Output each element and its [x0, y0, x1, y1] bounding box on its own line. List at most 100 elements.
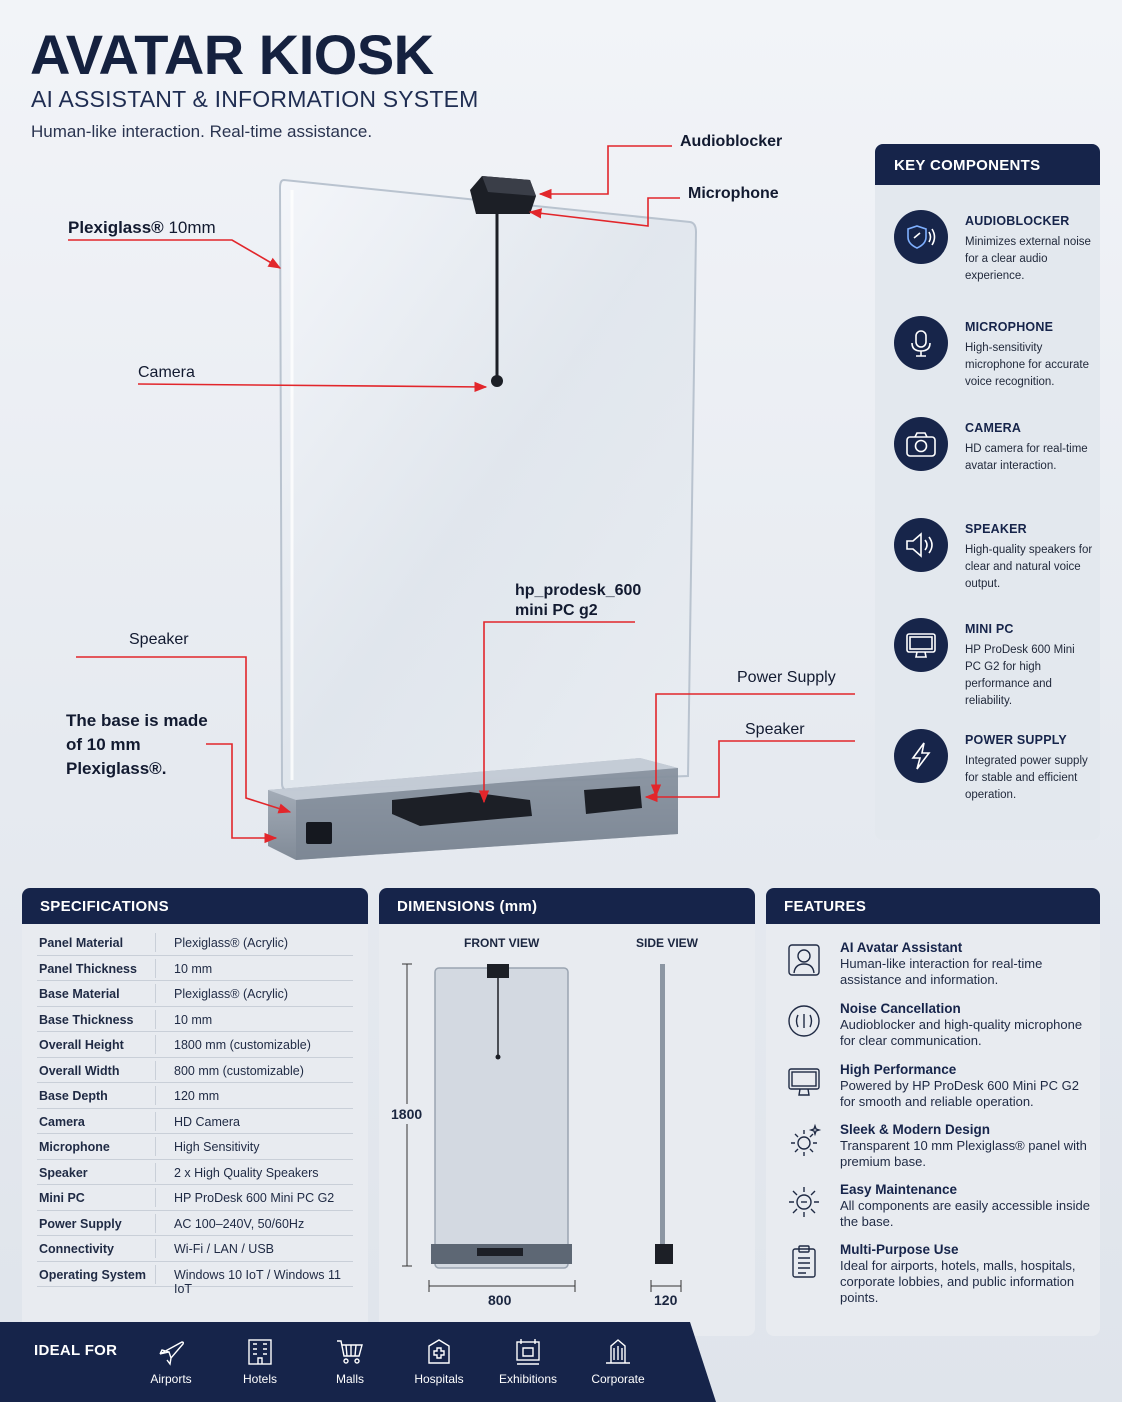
spec-value: 1800 mm (customizable)	[174, 1038, 311, 1052]
callout-base-line2: of 10 mm	[66, 735, 141, 754]
depth-dimension-label: 120	[654, 1292, 678, 1308]
shield-sound-icon	[894, 210, 948, 264]
ideal-for-heading: IDEAL FOR	[34, 1342, 118, 1359]
spec-value: 120 mm	[174, 1089, 220, 1103]
page-title: AVATAR KIOSK	[30, 23, 434, 86]
features-heading: FEATURES	[766, 888, 1100, 924]
spec-key: Power Supply	[39, 1216, 122, 1231]
audioblocker-device	[470, 176, 536, 214]
key-component-desc: HP ProDesk 600 Mini PC G2 for high perfo…	[965, 644, 1075, 707]
spec-value: HD Camera	[174, 1114, 240, 1129]
cart-icon	[337, 1340, 363, 1364]
key-component-title: POWER SUPPLY	[965, 733, 1067, 747]
spec-value: 2 x High Quality Speakers	[174, 1165, 319, 1180]
callout-lines	[68, 145, 855, 844]
callout-audioblocker: Audioblocker	[680, 133, 783, 150]
key-component-desc: HD camera for real-time avatar interacti…	[965, 443, 1088, 472]
ideal-item-hospitals: Hospitals	[394, 1336, 484, 1386]
spec-value: HP ProDesk 600 Mini PC G2	[174, 1191, 335, 1205]
gear-sparkle-icon	[791, 1123, 822, 1156]
key-components-panel: KEY COMPONENTS AUDIOBLOCKER Minimizes ex…	[875, 144, 1100, 840]
power-supply-device	[584, 786, 642, 814]
lightning-icon	[894, 729, 948, 783]
spec-row: Overall Width 800 mm (customizable)	[37, 1058, 353, 1083]
dimension-drawing	[402, 963, 682, 1292]
spec-divider	[155, 1188, 156, 1207]
features-panel: FEATURES AI Avatar Assistant Human-like …	[766, 888, 1100, 1336]
callout-plexiglass-brand: Plexiglass®	[68, 218, 164, 237]
spec-row: Camera HD Camera	[37, 1109, 353, 1134]
spec-key: Base Material	[39, 987, 120, 1001]
speaker-icon	[894, 518, 948, 572]
spec-value: Windows 10 IoT / Windows 11 IoT	[174, 1267, 341, 1296]
speaker-left-device	[306, 822, 332, 844]
key-component-desc: Integrated power supply for stable and e…	[965, 755, 1088, 801]
feature-desc: Audioblocker and high-quality microphone…	[840, 1017, 1083, 1048]
callout-plexiglass: Plexiglass® 10mm	[68, 218, 216, 238]
spec-divider	[155, 1060, 156, 1080]
airplane-icon	[159, 1341, 185, 1366]
spec-divider	[155, 1009, 156, 1029]
spec-key: Overall Width	[39, 1063, 120, 1078]
callout-camera: Camera	[138, 364, 195, 381]
spec-divider	[155, 984, 156, 1003]
ideal-item-label: Airports	[150, 1372, 192, 1386]
spec-divider	[155, 1086, 156, 1105]
feature-desc: Transparent 10 mm Plexiglass® panel with…	[840, 1138, 1087, 1169]
callout-base-line1: The base is made	[66, 711, 208, 730]
page-subtitle: AI ASSISTANT & INFORMATION SYSTEM	[31, 86, 479, 112]
spec-key: Connectivity	[39, 1242, 115, 1256]
ideal-item-label: Exhibitions	[498, 1372, 558, 1386]
spec-value: AC 100–240V, 50/60Hz	[174, 1216, 305, 1231]
feature-desc: All components are easily accessible ins…	[840, 1198, 1091, 1229]
key-component-title: AUDIOBLOCKER	[965, 214, 1070, 228]
ideal-item-malls: Malls	[305, 1336, 395, 1386]
callout-microphone: Microphone	[688, 185, 779, 202]
spec-divider	[155, 958, 156, 978]
hospital-icon	[428, 1339, 450, 1364]
callout-base-line3: Plexiglass®.	[66, 759, 167, 778]
ideal-item-exhibitions: Exhibitions	[483, 1336, 573, 1386]
ideal-item-label: Hotels	[242, 1372, 277, 1386]
key-component-title: MICROPHONE	[965, 320, 1054, 334]
spec-value: Wi-Fi / LAN / USB	[174, 1242, 275, 1256]
spec-divider	[155, 1137, 156, 1156]
ideal-item-hotels: Hotels	[215, 1336, 305, 1386]
spec-value: Plexiglass® (Acrylic)	[174, 936, 289, 950]
spec-row: Speaker 2 x High Quality Speakers	[37, 1160, 353, 1185]
spec-key: Mini PC	[39, 1191, 85, 1205]
callout-power-supply: Power Supply	[737, 669, 836, 686]
spec-key: Camera	[39, 1114, 85, 1129]
hotel-icon	[248, 1339, 272, 1365]
spec-value: 800 mm (customizable)	[174, 1063, 304, 1078]
spec-key: Base Depth	[39, 1089, 108, 1103]
spec-key: Operating System	[39, 1267, 146, 1282]
spec-divider	[155, 1264, 156, 1284]
spec-value: Plexiglass® (Acrylic)	[174, 987, 289, 1001]
key-component-title: CAMERA	[965, 421, 1022, 435]
key-components-heading: KEY COMPONENTS	[875, 144, 1100, 185]
key-component-title: MINI PC	[965, 622, 1014, 636]
exhibition-icon	[516, 1339, 540, 1365]
spec-key: Overall Height	[39, 1038, 124, 1052]
specifications-heading: SPECIFICATIONS	[22, 888, 368, 924]
callout-minipc-line2: mini PC g2	[515, 602, 598, 619]
spec-value: High Sensitivity	[174, 1140, 260, 1154]
ideal-item-label: Malls	[335, 1372, 364, 1386]
spec-row: Base Material Plexiglass® (Acrylic)	[37, 981, 353, 1007]
feature-title: Easy Maintenance	[840, 1182, 958, 1197]
dimensions-heading: DIMENSIONS (mm)	[379, 888, 755, 924]
callout-speaker-right: Speaker	[745, 721, 805, 738]
front-view-label: FRONT VIEW	[464, 936, 540, 950]
ideal-item-label: Corporate	[591, 1372, 645, 1386]
spec-key: Speaker	[39, 1165, 88, 1180]
key-component-desc: High-sensitivity microphone for accurate…	[965, 342, 1090, 388]
spec-key: Microphone	[39, 1140, 110, 1154]
spec-divider	[155, 933, 156, 952]
kiosk-diagram	[68, 145, 855, 860]
spec-divider	[155, 1162, 156, 1182]
